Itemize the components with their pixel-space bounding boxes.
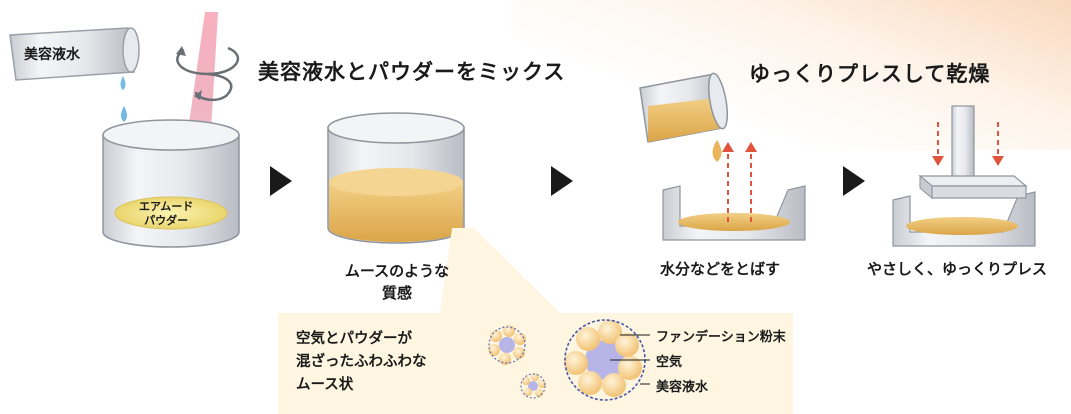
open-tray: [662, 185, 806, 241]
water-drops: [120, 76, 127, 122]
step-arrow-1: [270, 166, 292, 196]
background-glow: [511, 0, 1071, 150]
press-plunger: [918, 105, 1028, 200]
pouring-cup: [639, 72, 729, 162]
press-arrows: [932, 122, 1004, 166]
rotation-arrow-icon: [176, 46, 240, 102]
powder-label: エアムード パウダー: [139, 200, 194, 227]
evaporate-caption: 水分などをとばす: [660, 260, 781, 278]
cup-label: 美容液水: [24, 47, 80, 63]
tiny-particle-cluster: [520, 373, 546, 399]
press-caption: やさしく、ゆっくりプレス: [867, 260, 1048, 278]
callout-text: 空気とパウダーが 混ざったふわふわな ムース状: [296, 331, 427, 393]
large-particle-cluster: [564, 319, 646, 401]
jar-with-mousse: [327, 112, 465, 244]
legend-air: 空気: [656, 355, 683, 370]
step-mix-title: 美容液水とパウダーをミックス: [258, 60, 566, 84]
step-arrow-3: [843, 166, 865, 196]
legend-foundation-powder: ファンデーション粉末: [656, 330, 786, 345]
jar-with-powder: [102, 119, 240, 248]
steam-arrows: [722, 142, 757, 222]
legend-serum-water: 美容液水: [656, 380, 709, 395]
small-particle-cluster: [488, 325, 526, 365]
mousse-caption: ムースのような 質感: [344, 262, 450, 302]
serum-cup: [9, 27, 140, 81]
callout-pointer: [440, 228, 560, 313]
legend-leader-lines: [610, 334, 650, 385]
step-arrow-2: [551, 166, 573, 196]
step-press-title: ゆっくりプレスして乾燥: [749, 62, 991, 86]
